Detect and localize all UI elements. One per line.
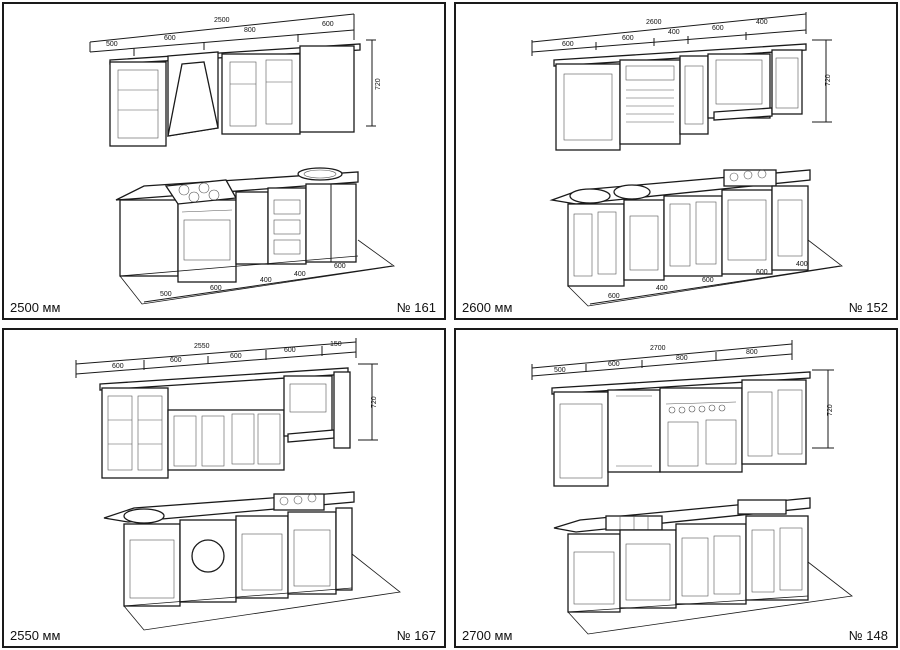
wall-cabinets [551,371,811,487]
height-dim-label: 720 [825,74,832,86]
kitchen-size-label: 2600 мм [462,300,513,315]
wall-cabinets [109,43,361,147]
base-cabinets [553,497,811,613]
dim-part-5: 400 [756,19,768,26]
total-width-dim: 2500 [214,17,230,24]
bottom-dim-4: 600 [756,269,768,276]
wall-cabinets [99,367,351,479]
bottom-dim-2: 600 [210,285,222,292]
top-dimension-lines: 2550 600 600 600 600 150 [75,338,357,378]
kitchen-drawing-152: 2600 600 600 400 600 400 720 [531,12,843,307]
base-cabinets [103,491,355,607]
kitchen-number-label: № 148 [848,628,888,643]
bottom-dim-4: 400 [294,271,306,278]
kitchen-panel-152: 2600 600 600 400 600 400 720 [454,2,898,320]
kitchen-number-label: № 161 [396,300,436,315]
kitchen-size-label: 2550 мм [10,628,61,643]
kitchen-drawing-161: 2500 500 600 800 600 720 [89,13,396,305]
kitchen-panel-167: 2550 600 600 600 600 150 720 [2,328,446,648]
height-dimension: 720 [358,363,378,441]
dim-part-1: 600 [562,41,574,48]
base-cabinets [549,169,811,287]
height-dim-label: 720 [375,78,382,90]
wall-cabinets [553,43,807,151]
height-dim-label: 720 [827,404,834,416]
dim-part-2: 600 [164,35,176,42]
dim-part-2: 600 [622,35,634,42]
total-width-dim: 2700 [650,345,666,352]
dim-part-3: 800 [676,355,688,362]
dim-part-3: 400 [668,29,680,36]
dim-part-1: 500 [554,367,566,374]
bottom-dim-2: 400 [656,285,668,292]
dim-part-1: 500 [106,41,118,48]
height-dimension: 720 [812,39,832,123]
dim-part-4: 600 [712,25,724,32]
bottom-dim-5: 600 [334,263,346,270]
floor-outline [567,561,853,635]
dim-part-3: 800 [244,27,256,34]
height-dim-label: 720 [371,396,378,408]
total-width-dim: 2600 [646,19,662,26]
kitchen-drawing-148: 2700 500 600 800 800 720 [531,340,853,635]
dim-part-1: 600 [112,363,124,370]
kitchen-panel-161: 2500 500 600 800 600 720 [2,2,446,320]
kitchen-size-label: 2700 мм [462,628,513,643]
bottom-dim-1: 600 [608,293,620,300]
base-cabinets [115,167,359,283]
kitchen-size-label: 2500 мм [10,300,61,315]
dim-part-2: 600 [170,357,182,364]
kitchen-number-label: № 167 [396,628,436,643]
kitchen-panel-148: 2700 500 600 800 800 720 [454,328,898,648]
dim-part-4: 800 [746,349,758,356]
top-dimension-lines: 2500 500 600 800 600 [89,13,355,56]
top-dimension-lines: 2600 600 600 400 600 400 [531,12,807,56]
dim-part-5: 150 [330,341,342,348]
kitchen-drawing-167: 2550 600 600 600 600 150 720 [75,338,401,631]
dim-part-4: 600 [284,347,296,354]
top-dimension-lines: 2700 500 600 800 800 [531,340,793,380]
dim-part-3: 600 [230,353,242,360]
height-dimension: 720 [366,39,382,127]
floor-outline: 600 400 600 600 400 [567,239,843,307]
floor-outline [123,553,401,631]
bottom-dim-3: 600 [702,277,714,284]
dim-part-4: 600 [322,21,334,28]
kitchen-number-label: № 152 [848,300,888,315]
height-dimension: 720 [812,369,834,449]
bottom-dim-3: 400 [260,277,272,284]
bottom-dim-1: 500 [160,291,172,298]
dim-part-2: 600 [608,361,620,368]
bottom-dim-5: 400 [796,261,808,268]
floor-outline: 500 600 400 400 600 [119,239,396,305]
total-width-dim: 2550 [194,343,210,350]
